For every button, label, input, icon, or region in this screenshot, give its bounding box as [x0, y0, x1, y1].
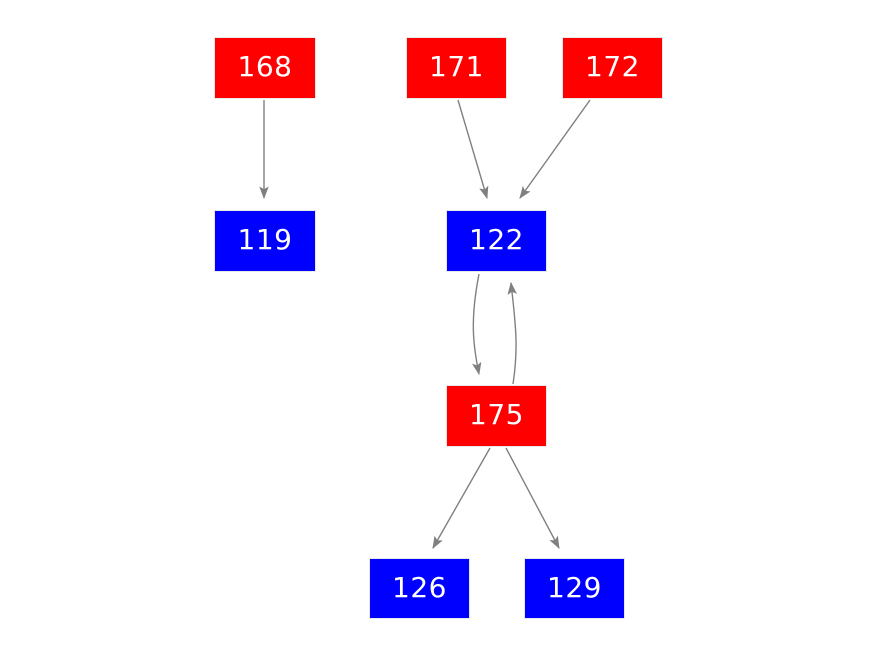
node-171[interactable]: 171	[406, 37, 507, 99]
edge-175-to-122	[507, 281, 517, 385]
node-label-129: 129	[547, 570, 602, 604]
node-129[interactable]: 129	[524, 558, 625, 619]
node-label-168: 168	[237, 50, 293, 83]
edge-group	[259, 99, 591, 549]
node-168[interactable]: 168	[214, 37, 316, 99]
edge-175-to-126	[432, 447, 491, 549]
node-label-126: 126	[392, 570, 447, 604]
edge-171-to-122	[457, 99, 489, 200]
node-126[interactable]: 126	[369, 558, 470, 619]
node-119[interactable]: 119	[214, 210, 316, 272]
node-label-122: 122	[469, 223, 524, 256]
edge-172-to-122	[519, 99, 591, 199]
node-label-171: 171	[429, 50, 484, 83]
node-175[interactable]: 175	[446, 385, 547, 447]
edge-175-to-129	[505, 447, 560, 549]
edge-122-to-175	[472, 273, 482, 376]
node-122[interactable]: 122	[446, 210, 547, 272]
node-label-175: 175	[469, 398, 524, 431]
node-label-119: 119	[237, 223, 293, 256]
node-label-172: 172	[585, 50, 640, 83]
node-172[interactable]: 172	[562, 37, 663, 99]
